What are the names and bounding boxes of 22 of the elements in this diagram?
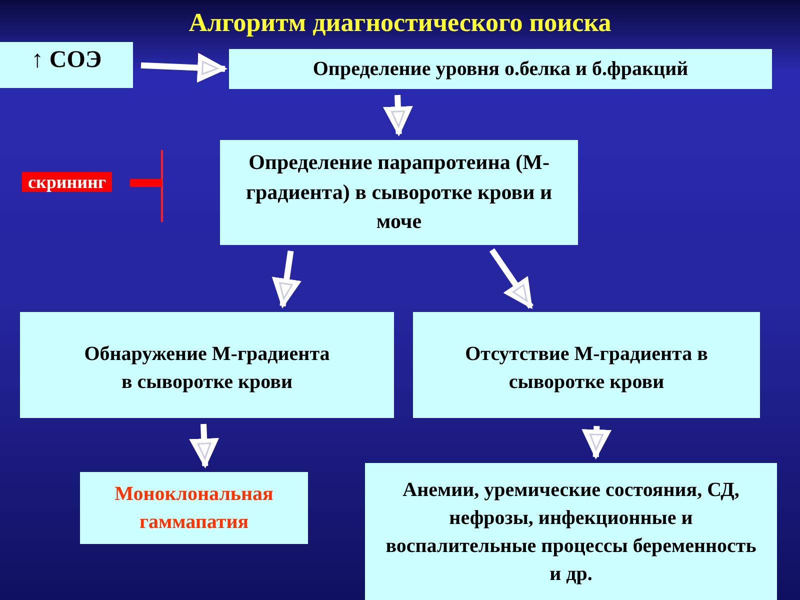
process-box xyxy=(413,312,760,418)
arrow xyxy=(580,426,612,460)
diagram-title: Алгоритм диагностического поиска xyxy=(188,8,612,38)
box-text: Моноклональная гаммапатия xyxy=(114,482,274,535)
box-text: Анемии, уремические состояния, СД, нефрозы, инфекционные и воспалительные процессы беременность и др. xyxy=(384,478,758,586)
box-text: Отсутствие М-градиента в сыворотке крови xyxy=(464,342,709,395)
process-box xyxy=(0,42,133,88)
box-text: Обнаружение М-градиента в сыворотке крови xyxy=(83,342,331,395)
box-text: Определение уровня о.белка и б.фракций xyxy=(312,57,688,82)
arrow xyxy=(382,94,414,138)
screening-label: скрининг xyxy=(22,172,112,192)
process-box xyxy=(229,49,772,89)
process-box xyxy=(20,312,394,418)
arrow xyxy=(140,52,228,84)
process-box xyxy=(80,472,308,544)
process-box xyxy=(365,463,777,600)
process-box xyxy=(220,140,578,245)
arrow xyxy=(271,250,302,310)
box-text: ↑ СОЭ xyxy=(31,46,102,75)
box-text: Определение парапротеина (М-градиента) в сыворотке крови и моче xyxy=(244,149,554,236)
arrow xyxy=(489,248,534,310)
arrow xyxy=(188,424,220,470)
